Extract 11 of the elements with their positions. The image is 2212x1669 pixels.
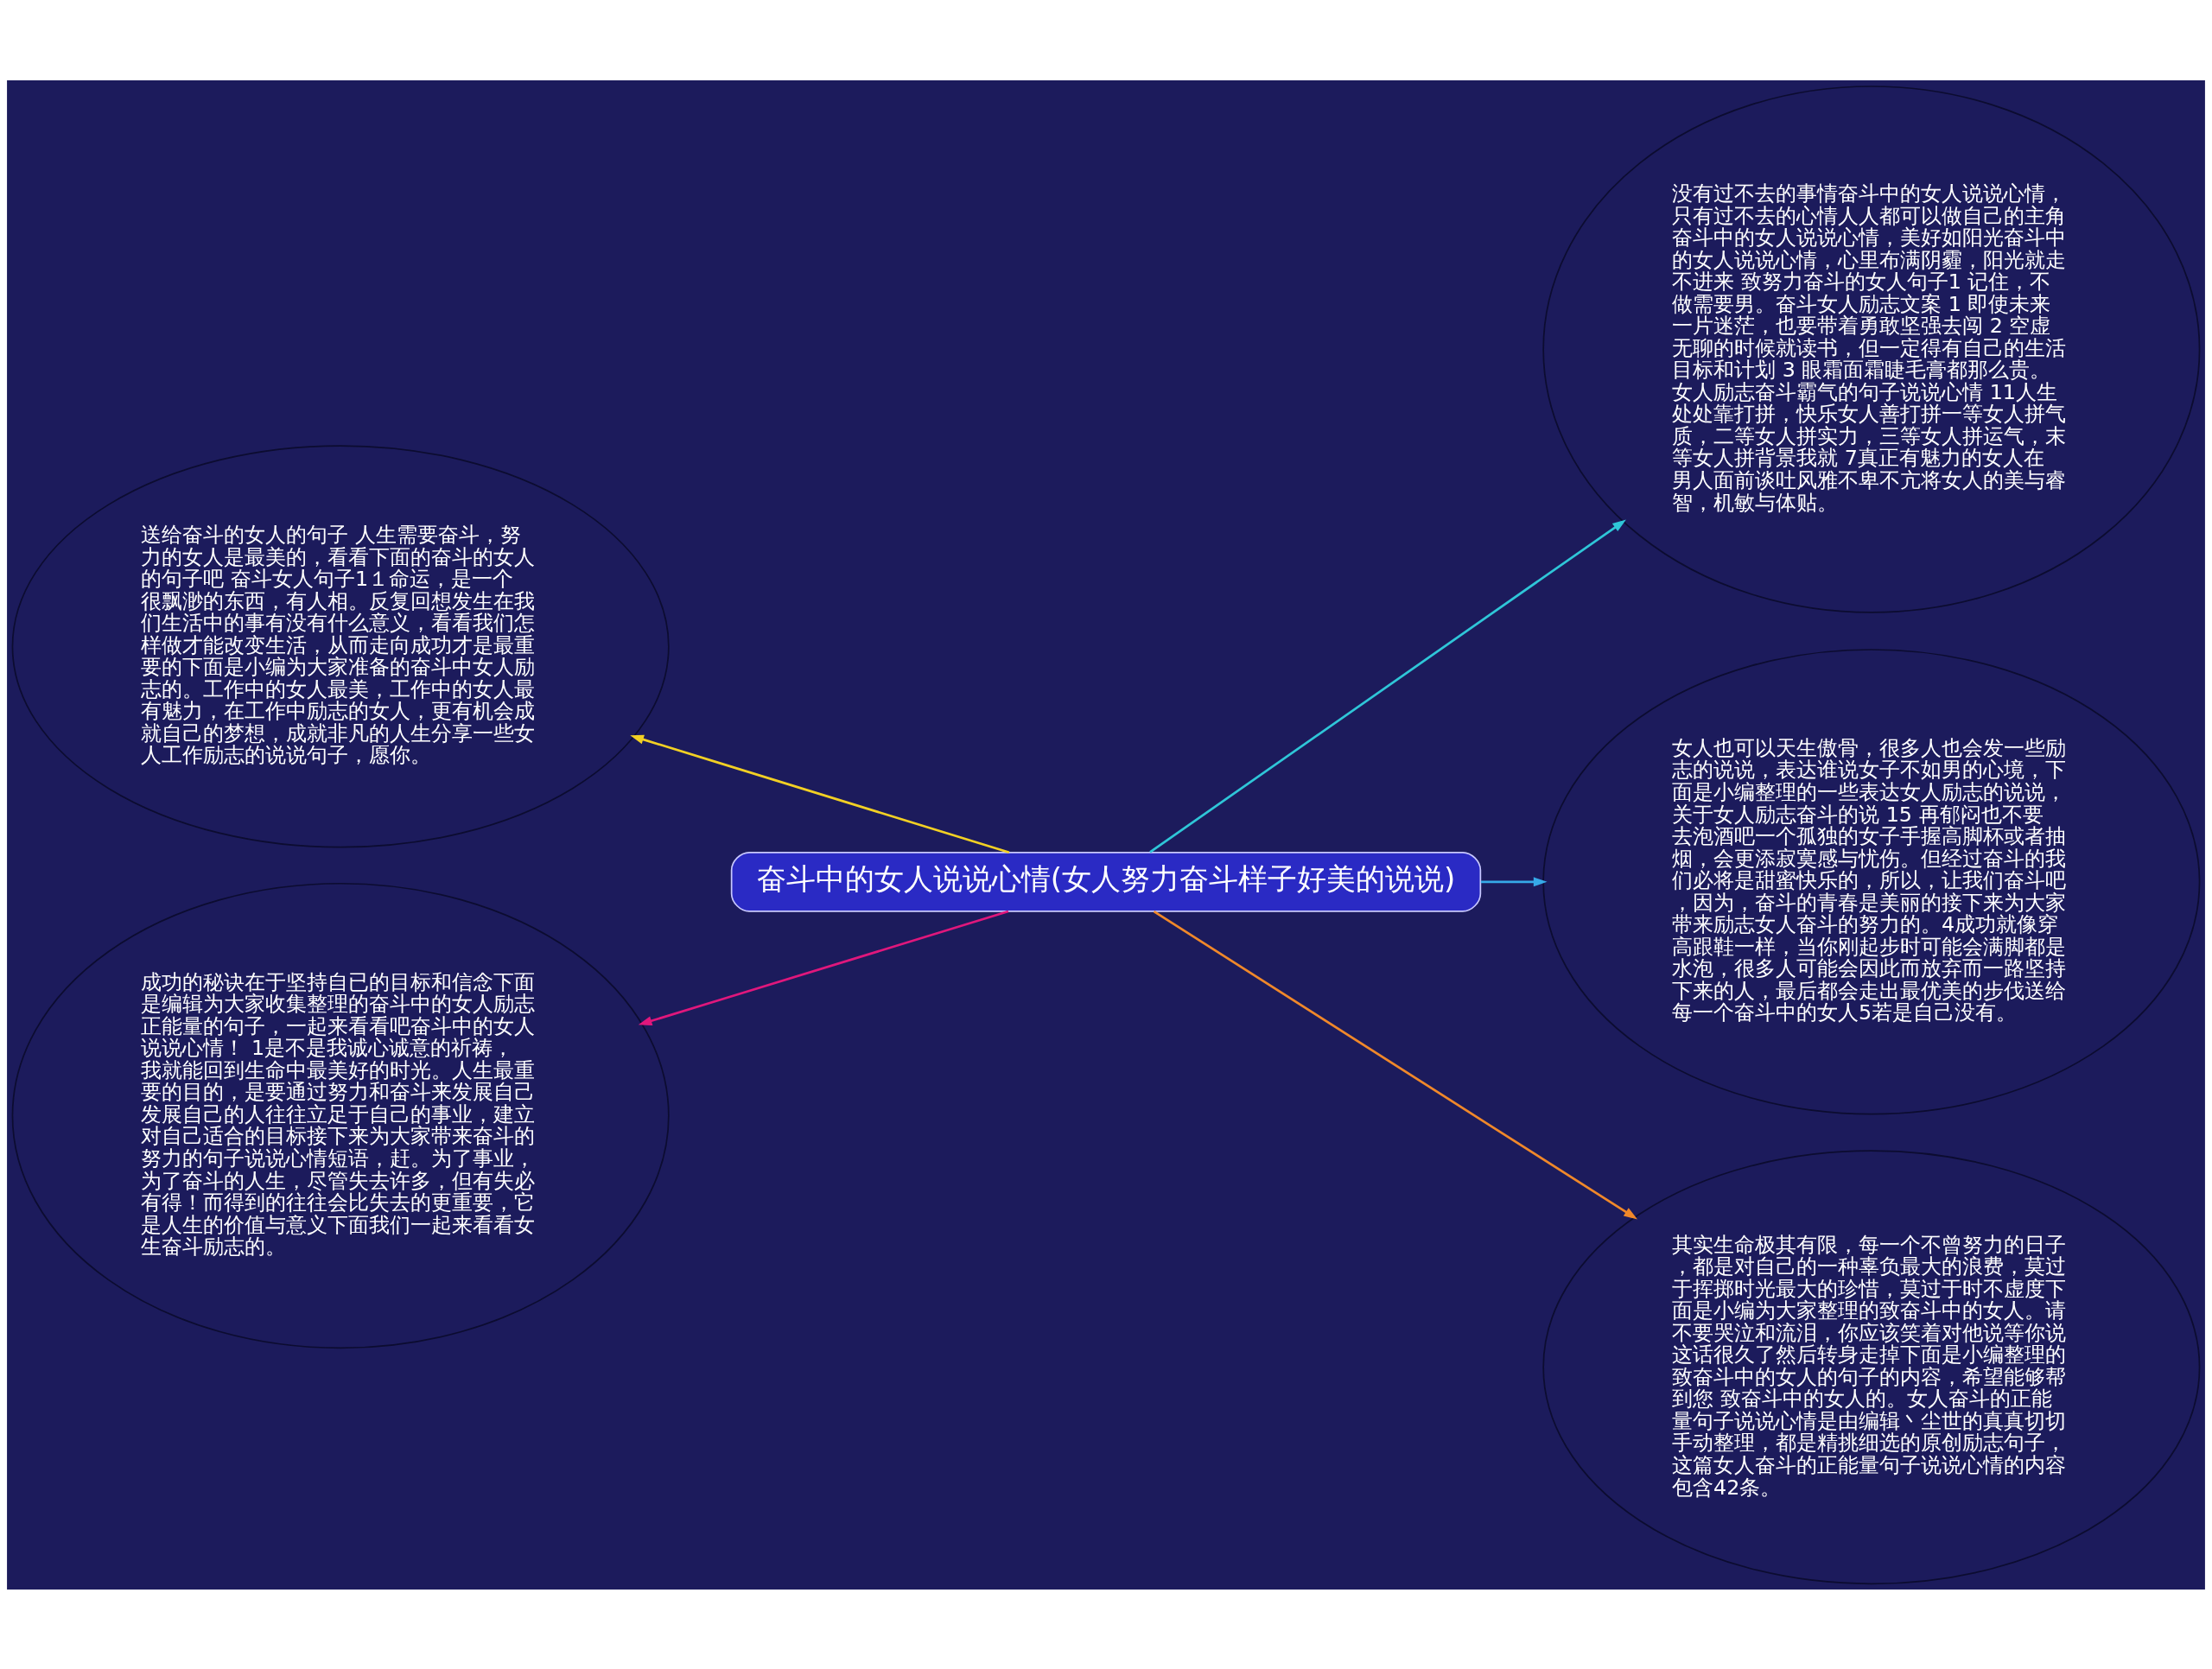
node-ellipse: 其实生命极其有限，每一个不曾努力的日子，都是对自己的一种辜负最大的浪费，莫过于挥掷时光最大的珍惜，莫过于时不虚度下面是小编为大家整理的致奋斗中的女人。请不要哭泣和流泪，你应该笑着对他说等你说这话很久了然后转身走掉下面是小编整理的致奋斗中的女人的句子的内容，希望能够帮到您 致奋斗中的女人的。女人奋斗的正能量句子说说心情是由编辑丶尘世的真真切切手动整理，都是精挑细选的原创励志句子，这篇女人奋斗的正能量句子说说心情的内容包含42条。	[1542, 1149, 2201, 1584]
node-ellipse: 没有过不去的事情奋斗中的女人说说心情，只有过不去的心情人人都可以做自己的主角奋斗中的女人说说心情，美好如阳光奋斗中的女人说说心情，心里布满阴霾，阳光就走不进来 致努力奋斗的女人句子1 记住，不做需要男。奋斗女人励志文案 1 即使未来一片迷茫，也要带着勇敢坚强去闯 2 空虚无聊的时候就读书，但一定得有自己的生活目标和计划 3 眼霜面霜睫毛膏都那么贵。女人励志奋斗霸气的句子说说心情 11人生处处靠打拼，快乐女人善打拼一等女人拼气质，二等女人拼实力，三等女人拼运气，末等女人拼背景我就 7真正有魅力的女人在男人面前谈吐风雅不卑不亢将女人的美与睿智，机敏与体贴。	[1542, 85, 2201, 613]
arrow	[638, 910, 1009, 1025]
node-ellipse: 送给奋斗的女人的句子 人生需要奋斗，努力的女人是最美的，看看下面的奋斗的女人的句子吧 奋斗女人句子1１命运，是一个很飘渺的东西，有人相。反复回想发生在我们生活中的事有没有什么意义，看看我们怎样做才能改变生活，从而走向成功才是最重要的下面是小编为大家准备的奋斗中女人励志的。工作中的女人最美，工作中的女人最有魅力，在工作中励志的女人，更有机会成就自己的梦想，成就非凡的人生分享一些女人工作励志的说说句子，愿你。	[11, 444, 670, 848]
node-ellipse: 成功的秘诀在于坚持自已的目标和信念下面是编辑为大家收集整理的奋斗中的女人励志正能量的句子，一起来看看吧奋斗中的女人说说心情！ 1是不是我诚心诚意的祈祷，我就能回到生命中最美好的时光。人生最重要的目的，是要通过努力和奋斗来发展自己发展自己的人往往立足于自己的事业，建立对自己适合的目标接下来为大家带来奋斗的努力的句子说说心情短语，赶。为了事业，为了奋斗的人生，尽管失去许多，但有失必有得！而得到的往往会比失去的更重要，它是人生的价值与意义下面我们一起来看看女生奋斗励志的。	[11, 882, 670, 1349]
node-box: 奋斗中的女人说说心情(女人努力奋斗样子好美的说说)	[730, 851, 1482, 912]
arrow	[1480, 876, 1548, 886]
node-ellipse: 女人也可以天生傲骨，很多人也会发一些励志的说说，表达谁说女子不如男的心境，下面是小编整理的一些表达女人励志的说说，关于女人励志奋斗的说 15 再郁闷也不要去泡酒吧一个孤独的女子手握高脚杯或者抽烟，会更添寂寞感与忧伤。但经过奋斗的我们必将是甜蜜快乐的，所以，让我们奋斗吧，因为，奋斗的青春是美丽的接下来为大家带来励志女人奋斗的努力的。4成功就像穿高跟鞋一样，当你刚起步时可能会满脚都是水泡，很多人可能会因此而放弃而一路坚持下来的人，最后都会走出最优美的步伐送给每一个奋斗中的女人5若是自己没有。	[1542, 648, 2201, 1114]
arrow	[1149, 519, 1626, 853]
arrow	[1153, 910, 1638, 1219]
arrow	[630, 734, 1010, 854]
